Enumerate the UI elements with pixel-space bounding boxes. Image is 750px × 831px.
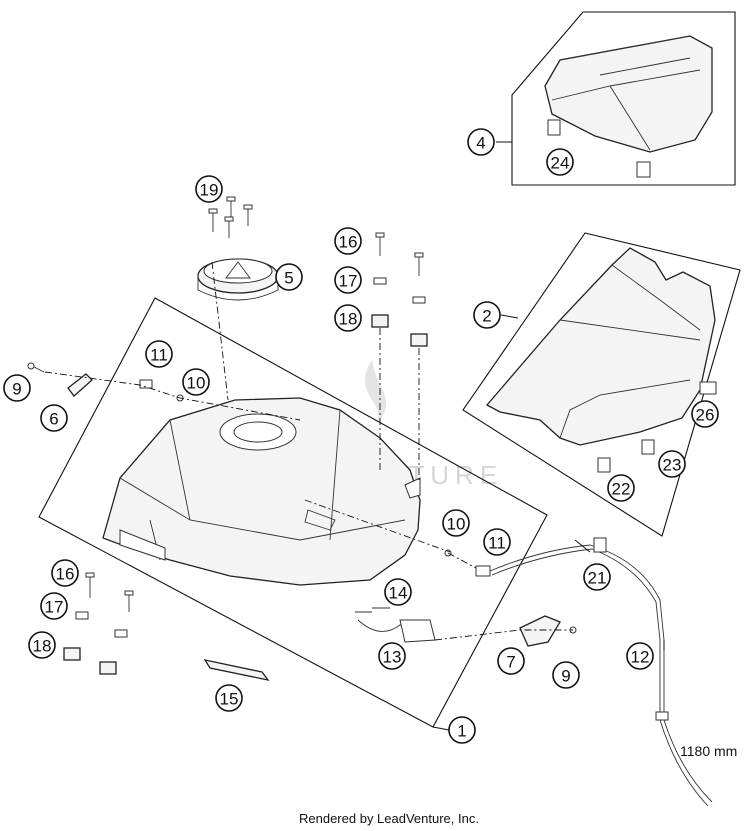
fuel-tank-part [102, 397, 421, 586]
callout-10-left: 10 [182, 368, 210, 396]
svg-text:5: 5 [284, 269, 293, 288]
callout-16-left: 16 [51, 559, 79, 587]
callout-7: 7 [497, 647, 525, 675]
callout-26: 26 [691, 400, 719, 428]
callout-6: 6 [40, 404, 68, 432]
left-fasteners [63, 572, 134, 675]
callout-14: 14 [384, 578, 412, 606]
leader-2 [500, 314, 519, 319]
footer-credit: Rendered by LeadVenture, Inc. [299, 811, 479, 826]
svg-text:19: 19 [200, 181, 219, 200]
svg-text:6: 6 [49, 410, 58, 429]
leader-21 [574, 539, 591, 553]
svg-text:11: 11 [150, 346, 168, 365]
svg-text:9: 9 [12, 380, 21, 399]
callout-17-center: 17 [334, 266, 362, 294]
hose-length-label: 1180 mm [680, 743, 737, 759]
bolts-19 [208, 196, 253, 238]
callout-1: 1 [448, 716, 476, 744]
svg-text:7: 7 [506, 653, 515, 672]
svg-text:14: 14 [389, 584, 408, 603]
trim-strip-part [203, 659, 270, 681]
svg-text:17: 17 [339, 272, 358, 291]
svg-text:23: 23 [663, 456, 682, 475]
callout-9-left: 9 [3, 374, 31, 402]
callout-24: 24 [546, 148, 574, 176]
assembly-lines [44, 261, 573, 641]
svg-text:15: 15 [220, 690, 239, 709]
svg-text:26: 26 [696, 406, 715, 425]
svg-text:11: 11 [488, 534, 506, 553]
left-fitting [139, 379, 184, 402]
callout-16-center: 16 [334, 227, 362, 255]
svg-text:24: 24 [551, 154, 570, 173]
svg-text:21: 21 [588, 569, 607, 588]
front-seat-part [485, 247, 717, 473]
svg-text:10: 10 [447, 515, 466, 534]
leader-1 [432, 726, 450, 731]
callout-19: 19 [195, 175, 223, 203]
svg-text:10: 10 [187, 374, 206, 393]
callout-11-left: 11 [145, 340, 173, 368]
callout-18-left: 18 [28, 631, 56, 659]
callout-15: 15 [215, 684, 243, 712]
callout-23: 23 [658, 450, 686, 478]
callout-17-left: 17 [40, 592, 68, 620]
callout-9-right: 9 [552, 661, 580, 689]
svg-text:18: 18 [339, 310, 358, 329]
callout-5: 5 [275, 263, 303, 291]
center-fasteners [371, 232, 428, 480]
rear-seat-part [544, 35, 713, 178]
frame-front-seat [462, 232, 741, 537]
svg-text:4: 4 [476, 134, 485, 153]
callout-11-right: 11 [483, 528, 511, 556]
svg-text:18: 18 [33, 637, 52, 656]
callout-13: 13 [378, 642, 406, 670]
svg-text:17: 17 [45, 598, 64, 617]
svg-text:1: 1 [457, 722, 466, 741]
callout-22: 22 [607, 474, 635, 502]
callout-18-center: 18 [334, 304, 362, 332]
svg-text:13: 13 [383, 648, 402, 667]
svg-text:22: 22 [612, 480, 631, 499]
callout-2: 2 [473, 301, 501, 329]
frame-rear-seat [511, 11, 736, 186]
right-fitting [444, 549, 491, 577]
vent-hose-part [489, 537, 713, 807]
callout-4: 4 [467, 128, 495, 156]
svg-text:9: 9 [561, 667, 570, 686]
fuel-cap-part [197, 258, 279, 301]
fuel-sensor-part [355, 607, 436, 643]
callout-10-right: 10 [442, 509, 470, 537]
svg-text:2: 2 [482, 307, 491, 326]
svg-text:16: 16 [339, 233, 358, 252]
svg-text:12: 12 [631, 648, 650, 667]
callout-12: 12 [626, 642, 654, 670]
callout-21: 21 [583, 563, 611, 591]
svg-text:16: 16 [56, 565, 75, 584]
right-bracket-part [519, 615, 577, 647]
left-bracket-part [27, 362, 93, 397]
